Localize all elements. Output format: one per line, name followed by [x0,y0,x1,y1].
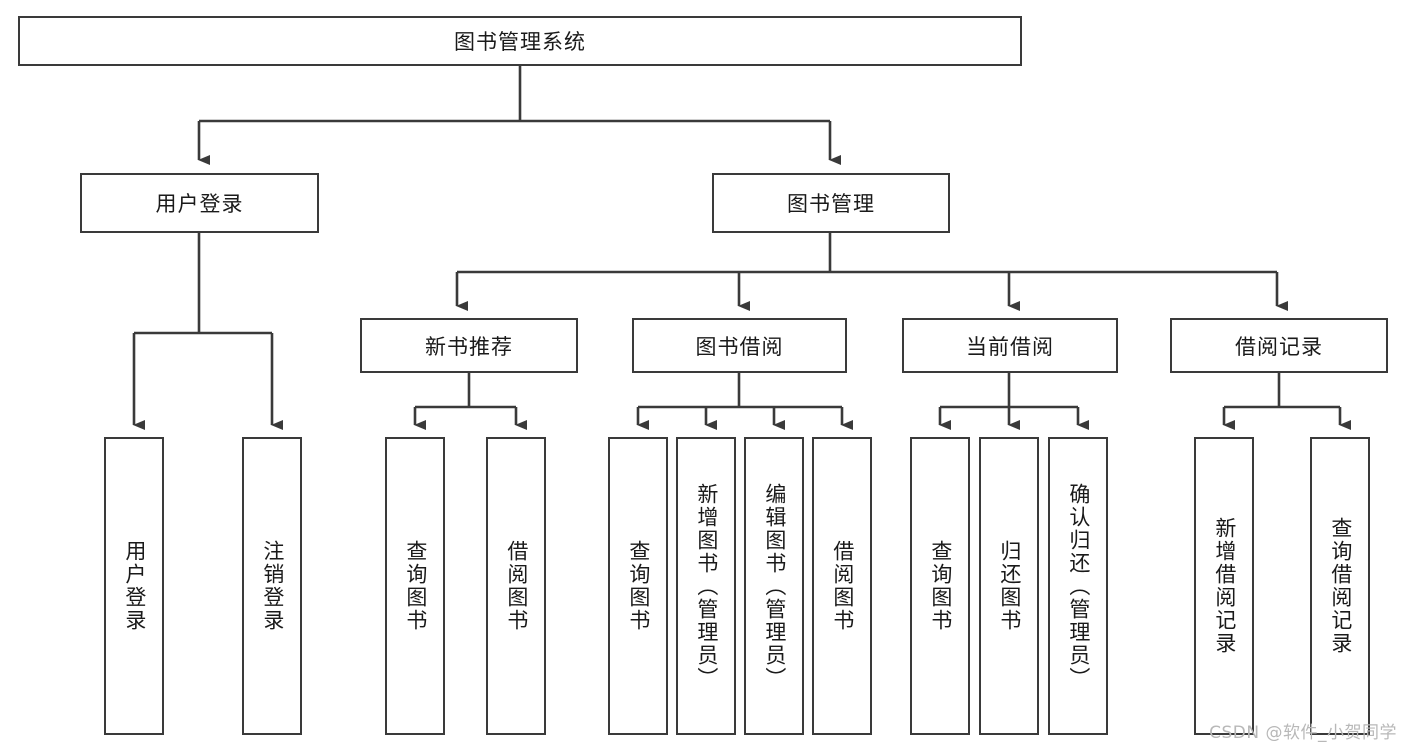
leaf-borrow-query-book[interactable]: 查询图书 [608,437,668,735]
node-book-borrow[interactable]: 图书借阅 [632,318,847,373]
leaf-user-login-login[interactable]: 用户登录 [104,437,164,735]
node-user-login-label: 用户登录 [155,192,244,216]
node-current-borrow[interactable]: 当前借阅 [902,318,1118,373]
leaf-label: 确认归还（管理员） [1066,482,1091,690]
leaf-borrow-add-book[interactable]: 新增图书（管理员） [676,437,736,735]
leaf-label: 用户登录 [122,540,147,632]
node-new-book-recommend[interactable]: 新书推荐 [360,318,578,373]
leaf-label: 查询借阅记录 [1328,517,1353,655]
leaf-record-add[interactable]: 新增借阅记录 [1194,437,1254,735]
leaf-label: 查询图书 [928,540,953,632]
node-new-book-recommend-label: 新书推荐 [425,334,513,359]
leaf-label: 查询图书 [626,540,651,632]
leaf-label: 归还图书 [997,540,1022,632]
node-root[interactable]: 图书管理系统 [18,16,1022,66]
node-borrow-record[interactable]: 借阅记录 [1170,318,1388,373]
leaf-user-login-logout[interactable]: 注销登录 [242,437,302,735]
leaf-record-query[interactable]: 查询借阅记录 [1310,437,1370,735]
leaf-new-book-query[interactable]: 查询图书 [385,437,445,735]
node-root-label: 图书管理系统 [454,30,586,54]
leaf-current-confirm-return[interactable]: 确认归还（管理员） [1048,437,1108,735]
leaf-label: 查询图书 [403,540,428,632]
leaf-current-return-book[interactable]: 归还图书 [979,437,1039,735]
node-current-borrow-label: 当前借阅 [966,334,1054,359]
leaf-label: 注销登录 [260,540,285,632]
leaf-new-book-borrow[interactable]: 借阅图书 [486,437,546,735]
node-book-borrow-label: 图书借阅 [695,334,784,359]
node-book-management[interactable]: 图书管理 [712,173,950,233]
leaf-label: 编辑图书（管理员） [762,482,787,690]
watermark-text: CSDN @软件_小贺同学 [1209,723,1397,743]
leaf-label: 借阅图书 [830,540,855,632]
leaf-label: 新增借阅记录 [1212,517,1237,655]
node-user-login[interactable]: 用户登录 [80,173,319,233]
leaf-label: 借阅图书 [504,540,529,632]
node-book-management-label: 图书管理 [787,192,875,216]
leaf-borrow-edit-book[interactable]: 编辑图书（管理员） [744,437,804,735]
leaf-current-query-book[interactable]: 查询图书 [910,437,970,735]
node-borrow-record-label: 借阅记录 [1235,334,1323,359]
leaf-label: 新增图书（管理员） [694,482,719,690]
leaf-borrow-borrow-book[interactable]: 借阅图书 [812,437,872,735]
